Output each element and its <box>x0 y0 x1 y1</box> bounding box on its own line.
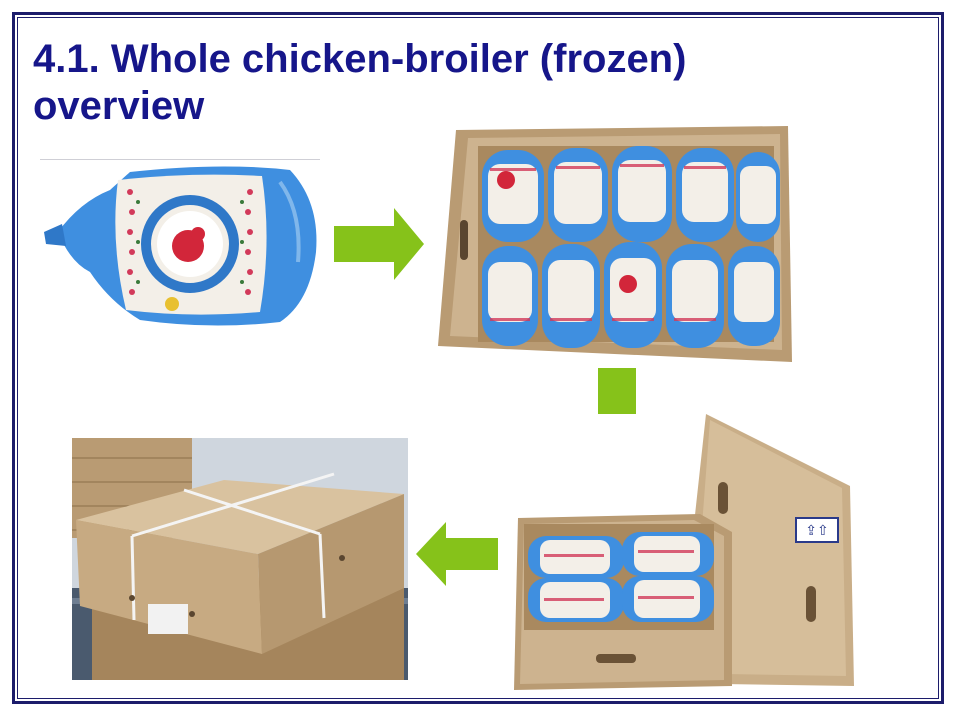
svg-text:⇪⇧: ⇪⇧ <box>805 523 828 539</box>
closing-box-photo: ⇪⇧ <box>510 414 858 692</box>
slide-title: 4.1. Whole chicken-broiler (frozen) over… <box>33 36 793 130</box>
open-box-photo <box>438 124 794 364</box>
slide-title-line-1: 4.1. Whole chicken-broiler (frozen) <box>33 37 687 81</box>
arrow-left-icon <box>416 522 498 586</box>
title-divider <box>40 159 320 160</box>
single-chicken-photo <box>40 162 322 328</box>
slide-frame-outer <box>12 12 944 704</box>
sealed-box-photo <box>72 438 408 680</box>
arrow-right-icon <box>334 208 424 280</box>
slide-title-line-2: overview <box>33 84 205 128</box>
slide-frame-inner <box>17 17 939 699</box>
